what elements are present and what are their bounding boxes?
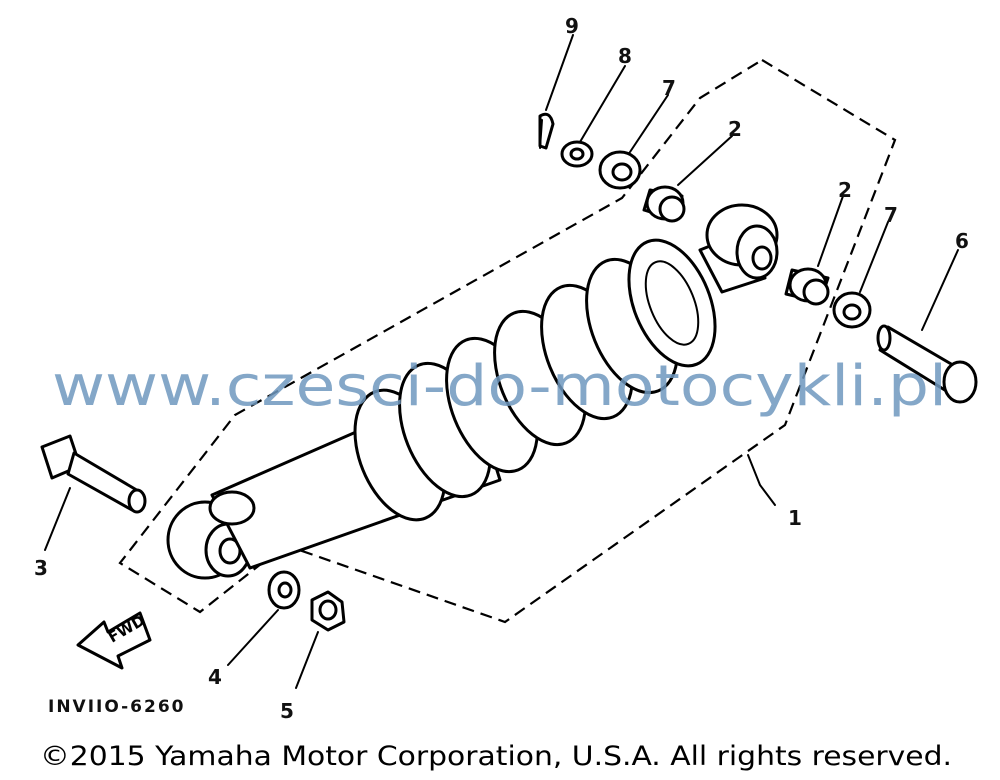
callout-5: 5 — [280, 699, 294, 723]
callout-7-right: 7 — [884, 203, 898, 227]
watermark: www.czesci-do-motocykli.pl — [52, 354, 947, 419]
coil-spring — [353, 238, 717, 522]
cotter-pin — [538, 112, 555, 150]
bushing-2-right — [784, 267, 830, 306]
diagram-code: INVIIO-6260 — [48, 697, 186, 717]
copyright: ©2015 Yamaha Motor Corporation, U.S.A. A… — [40, 741, 952, 772]
callout-6: 6 — [955, 229, 969, 253]
callout-9: 9 — [565, 14, 579, 38]
mounting-pin-6 — [876, 324, 978, 404]
callout-3: 3 — [34, 556, 48, 580]
fwd-arrow: FWD — [76, 611, 152, 670]
washer-4 — [267, 570, 301, 610]
nut-5 — [310, 590, 346, 632]
washer-8 — [560, 140, 594, 168]
callout-4: 4 — [208, 665, 222, 689]
callout-8: 8 — [618, 44, 632, 68]
oil-seal-7-right — [832, 291, 872, 329]
oil-seal-7-upper — [598, 150, 642, 190]
upper-mount-eye — [698, 203, 779, 294]
callout-7-upper: 7 — [662, 76, 676, 100]
lower-bolt-3 — [40, 434, 147, 514]
callout-2-upper: 2 — [728, 117, 742, 141]
leader-lines — [44, 34, 959, 689]
callout-2-right: 2 — [838, 178, 852, 202]
assembly-boundary — [118, 58, 897, 624]
bushing-2-upper — [642, 185, 686, 223]
callout-1: 1 — [788, 506, 802, 530]
